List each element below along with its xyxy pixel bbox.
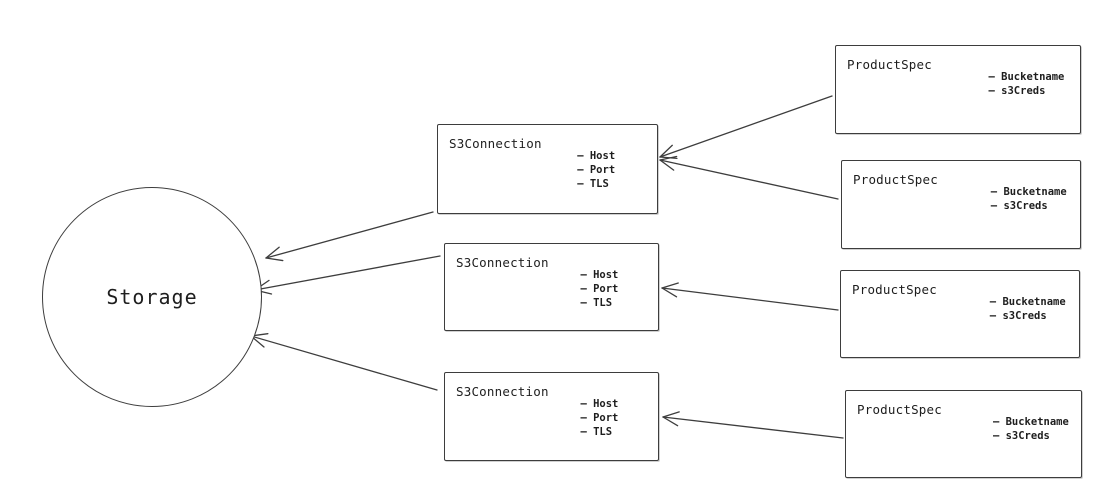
productspec-3-attributes: – Bucketname – s3Creds — [990, 295, 1066, 323]
s3connection-3-attribute-2: – Port — [580, 412, 619, 424]
storage-node[interactable]: Storage — [42, 187, 262, 407]
productspec-2-attribute-1: – Bucketname — [990, 186, 1067, 198]
s3connection-1-attributes: – Host – Port – TLS — [577, 149, 615, 191]
s3connection-3-attribute-3: – TLS — [580, 426, 613, 438]
productspec-1-title: ProductSpec — [847, 57, 932, 72]
productspec-1-attributes: – Bucketname – s3Creds — [989, 70, 1065, 98]
arrow-productspec-1-to-s3connection-1 — [659, 95, 833, 159]
s3connection-2-attribute-1: – Host — [580, 269, 619, 281]
productspec-2-attributes: – Bucketname – s3Creds — [991, 185, 1067, 213]
productspec-1-box[interactable]: ProductSpec – Bucketname – s3Creds — [835, 45, 1081, 134]
arrow-productspec-4-to-s3connection-3 — [662, 411, 844, 439]
s3connection-3-box[interactable]: S3Connection – Host – Port – TLS — [444, 372, 659, 461]
productspec-1-attribute-2: – s3Creds — [988, 85, 1046, 97]
s3connection-1-attribute-3: – TLS — [577, 178, 609, 190]
s3connection-2-attribute-2: – Port — [580, 283, 619, 295]
arrow-productspec-3-to-s3connection-2 — [661, 282, 839, 311]
productspec-3-attribute-2: – s3Creds — [989, 310, 1047, 322]
productspec-4-box[interactable]: ProductSpec – Bucketname – s3Creds — [845, 390, 1082, 478]
s3connection-1-box[interactable]: S3Connection – Host – Port – TLS — [437, 124, 658, 214]
s3connection-2-box[interactable]: S3Connection – Host – Port – TLS — [444, 243, 659, 331]
productspec-3-box[interactable]: ProductSpec – Bucketname – s3Creds — [840, 270, 1080, 358]
productspec-4-attributes: – Bucketname – s3Creds — [993, 415, 1069, 443]
arrow-productspec-2-to-s3connection-1 — [659, 155, 839, 200]
arrow-s3connection-1-to-storage — [265, 211, 434, 262]
s3connection-2-attribute-3: – TLS — [580, 297, 613, 309]
productspec-4-title: ProductSpec — [857, 402, 942, 417]
productspec-2-attribute-2: – s3Creds — [990, 200, 1048, 212]
productspec-3-attribute-1: – Bucketname — [989, 296, 1066, 308]
s3connection-1-attribute-1: – Host — [577, 150, 616, 162]
s3connection-3-attribute-1: – Host — [580, 398, 619, 410]
s3connection-2-title: S3Connection — [456, 255, 549, 270]
productspec-4-attribute-1: – Bucketname — [992, 416, 1069, 428]
productspec-2-title: ProductSpec — [853, 172, 938, 187]
s3connection-1-attribute-2: – Port — [577, 164, 616, 176]
s3connection-2-attributes: – Host – Port – TLS — [580, 268, 618, 310]
s3connection-3-title: S3Connection — [456, 384, 549, 399]
storage-label: Storage — [106, 285, 198, 309]
s3connection-3-attributes: – Host – Port – TLS — [580, 397, 618, 439]
productspec-4-attribute-2: – s3Creds — [992, 430, 1050, 442]
productspec-3-title: ProductSpec — [852, 282, 937, 297]
productspec-1-attribute-1: – Bucketname — [988, 71, 1065, 83]
arrow-s3connection-2-to-storage — [254, 255, 441, 295]
s3connection-1-title: S3Connection — [449, 136, 542, 151]
productspec-2-box[interactable]: ProductSpec – Bucketname – s3Creds — [841, 160, 1081, 249]
arrow-s3connection-3-to-storage — [250, 333, 438, 391]
